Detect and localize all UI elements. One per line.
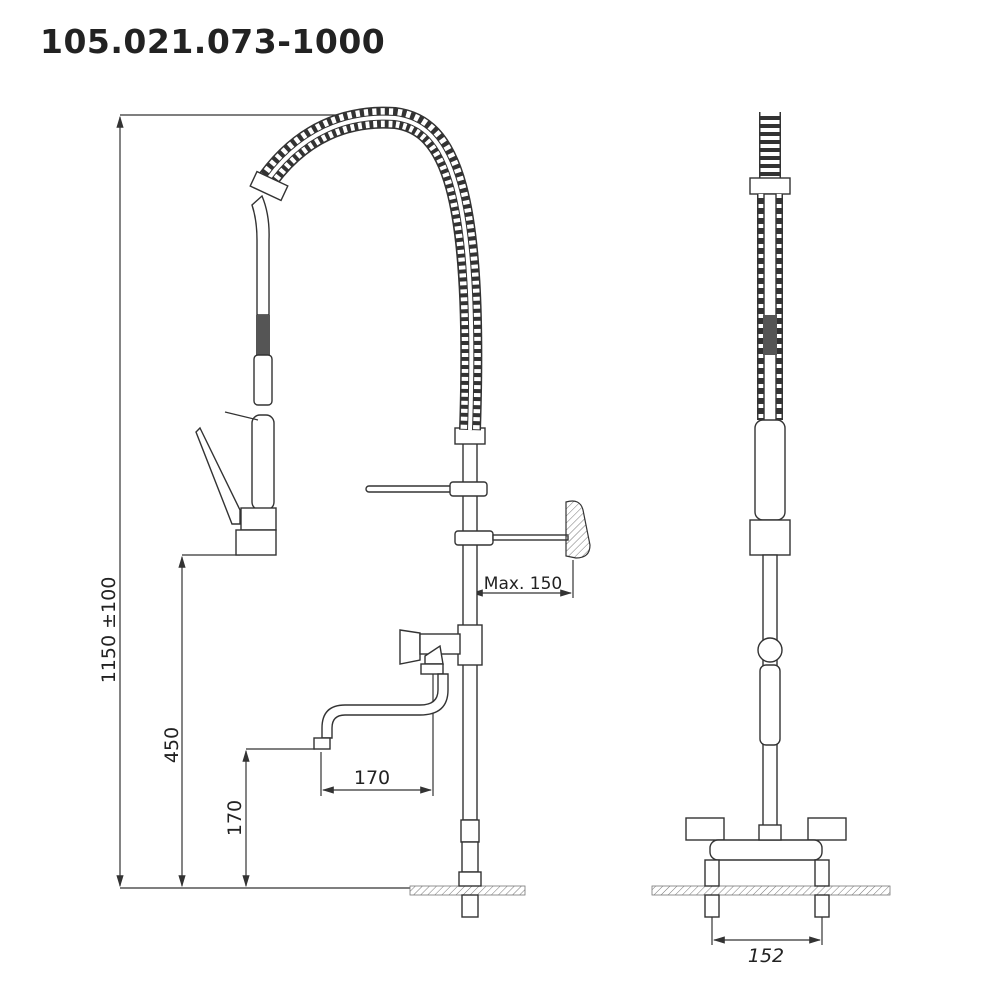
faucet-front-view xyxy=(195,106,591,918)
dimension-spray-height: 450 xyxy=(161,554,240,888)
dim-label-total-height: 1150 ±100 xyxy=(98,577,120,684)
dim-label-spout-height: 170 xyxy=(224,800,246,836)
dim-label-spout-reach: 170 xyxy=(354,767,390,789)
dimension-center-distance: 152 xyxy=(711,917,823,967)
dimension-total-height: 1150 ±100 xyxy=(98,114,350,888)
faucet-side-view xyxy=(651,112,891,918)
dimension-spout-height: 170 xyxy=(224,748,315,888)
dimension-wall-distance: Max. 150 xyxy=(470,560,574,598)
dim-label-center-distance: 152 xyxy=(748,945,784,967)
dimension-spout-reach: 170 xyxy=(320,660,434,796)
drawing-title: 105.021.073-1000 xyxy=(40,22,386,61)
dim-label-spray-height: 450 xyxy=(161,727,183,763)
counter-surface xyxy=(409,885,526,896)
dim-label-wall-distance: Max. 150 xyxy=(484,574,562,594)
